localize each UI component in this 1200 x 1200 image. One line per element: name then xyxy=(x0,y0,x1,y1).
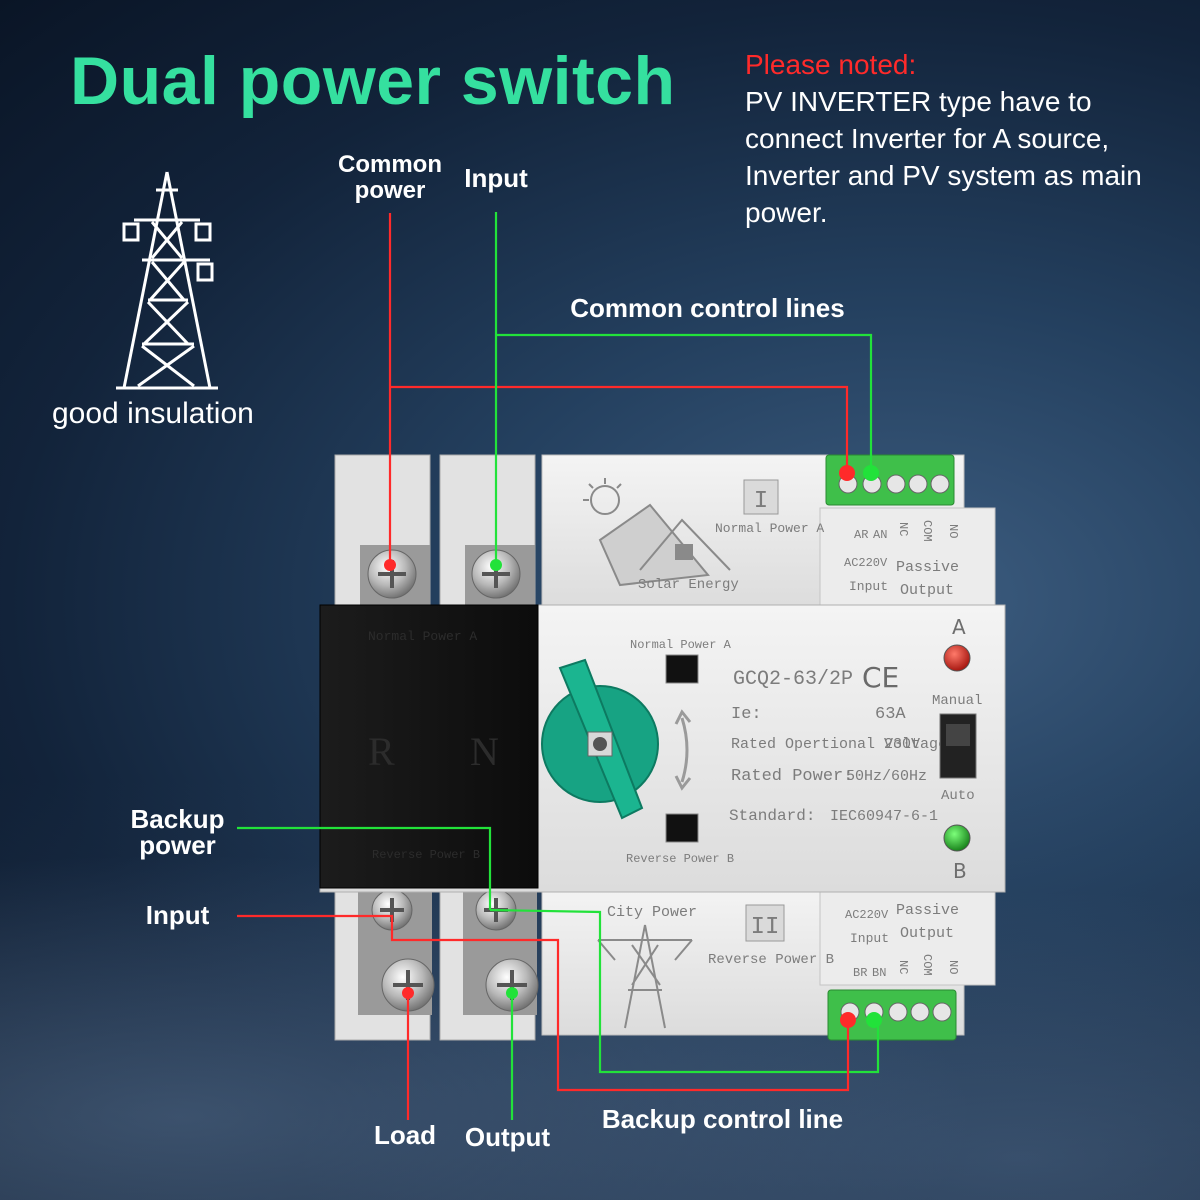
led-a-label: A xyxy=(952,615,966,639)
rotate-arrow-icon xyxy=(674,709,692,791)
ce-mark: CE xyxy=(862,661,899,694)
bottom-input-label: Input xyxy=(850,931,889,946)
terminal-br: BR xyxy=(853,966,867,980)
notice-block: Please noted: PV INVERTER type have to c… xyxy=(745,46,1175,231)
top-input-voltage: AC220V xyxy=(844,556,888,570)
black-block-bottom-text: Reverse Power B xyxy=(372,848,480,862)
roman-one: I xyxy=(754,488,768,515)
city-power-label: City Power xyxy=(607,904,697,921)
screw-top-left xyxy=(367,549,417,599)
callout-input-top: Input xyxy=(464,163,528,193)
power-label: Rated Power: xyxy=(731,767,853,786)
terminal-com-bottom: COM xyxy=(920,954,934,976)
roman-two-box xyxy=(745,904,785,942)
top-normal-power-label: Normal Power A xyxy=(715,521,824,536)
wire-common-control-red xyxy=(390,385,849,473)
top-terminal-labels: AR AN NC COM NO xyxy=(854,520,960,542)
callout-common-power: Common power xyxy=(338,151,442,204)
top-output-label: Output xyxy=(900,582,954,599)
top-passive-label: Passive xyxy=(896,559,959,576)
roman-one-box xyxy=(743,479,779,515)
ie-label: Ie: xyxy=(731,705,762,724)
solar-energy-label: Solar Energy xyxy=(638,577,739,593)
page-title: Dual power switch xyxy=(70,43,676,119)
window-bottom-label: Reverse Power B xyxy=(626,852,734,866)
ie-value: 63A xyxy=(875,705,906,724)
notice-body: PV INVERTER type have to connect Inverte… xyxy=(745,86,1142,228)
dot-control-green-bottom xyxy=(866,1012,882,1028)
model-number: GCQ2-63/2P xyxy=(733,668,853,691)
dot-input-top xyxy=(490,559,502,571)
bottom-reverse-power-label: Reverse Power B xyxy=(708,952,834,968)
dot-control-green-top xyxy=(863,465,879,481)
led-b-green xyxy=(943,824,971,852)
bottom-output-label: Output xyxy=(900,925,954,942)
black-cover-block xyxy=(319,604,539,889)
callout-common-control-lines: Common control lines xyxy=(570,293,845,323)
callout-backup-control-line: Backup control line xyxy=(601,1104,844,1134)
top-terminal-block xyxy=(825,454,955,506)
terminal-no-top: NO xyxy=(946,524,960,538)
screw-bottom-left-upper xyxy=(371,889,413,931)
led-a-red xyxy=(943,644,971,672)
led-b-label: B xyxy=(953,859,967,883)
wire-backup-control-green xyxy=(489,908,880,1074)
bottom-terminal-labels: BR BN NC COM NO xyxy=(853,954,960,980)
callout-output: Output xyxy=(464,1122,551,1152)
rotary-selector-knob[interactable] xyxy=(541,658,659,820)
terminal-bn: BN xyxy=(872,966,886,980)
bottom-housing-step xyxy=(819,884,996,986)
black-block-r: R xyxy=(368,729,395,774)
wire-input-bottom xyxy=(237,914,850,1092)
dot-output xyxy=(506,987,518,999)
auto-label: Auto xyxy=(941,788,975,804)
callout-backup-power: Backup power xyxy=(130,804,225,860)
top-input-label: Input xyxy=(849,579,888,594)
terminal-nc-top: NC xyxy=(896,522,910,536)
terminal-nc-bottom: NC xyxy=(896,960,910,974)
roman-two: II xyxy=(751,914,780,941)
terminal-no-bottom: NO xyxy=(946,960,960,974)
standard-value: IEC60947-6-1 xyxy=(830,808,938,825)
wire-backup-power xyxy=(237,826,492,910)
bottom-input-voltage: AC220V xyxy=(845,908,889,922)
dot-load xyxy=(402,987,414,999)
indicator-window-bottom xyxy=(665,813,699,843)
indicator-window-top xyxy=(665,654,699,684)
transmission-tower-icon xyxy=(116,171,218,390)
terminal-ar: AR xyxy=(854,528,868,542)
terminal-com-top: COM xyxy=(920,520,934,542)
black-block-n: N xyxy=(470,729,499,774)
bottom-passive-label: Passive xyxy=(896,902,959,919)
black-block-top-text: Normal Power A xyxy=(368,629,477,644)
terminal-an: AN xyxy=(873,528,887,542)
insulation-label: good insulation xyxy=(52,397,254,430)
voltage-value: 230V xyxy=(884,736,920,753)
notice-heading: Please noted: xyxy=(745,49,917,80)
dot-control-red-bottom xyxy=(840,1012,856,1028)
city-power-tower-icon xyxy=(597,924,693,1029)
wire-common-control-green xyxy=(496,333,873,473)
dot-control-red-top xyxy=(839,465,855,481)
standard-label: Standard: xyxy=(729,807,815,825)
solar-house-icon xyxy=(583,478,731,587)
bottom-terminal-block xyxy=(827,989,957,1041)
top-housing-step xyxy=(819,507,996,611)
callout-load: Load xyxy=(373,1120,437,1150)
manual-label: Manual xyxy=(932,693,982,709)
callout-input-bottom: Input xyxy=(145,900,210,930)
dot-common-power xyxy=(384,559,396,571)
manual-auto-switch[interactable] xyxy=(939,713,977,779)
voltage-label: Rated Opertional Voltage: xyxy=(731,736,956,753)
power-value: 50Hz/60Hz xyxy=(846,768,927,785)
window-top-label: Normal Power A xyxy=(630,638,732,652)
